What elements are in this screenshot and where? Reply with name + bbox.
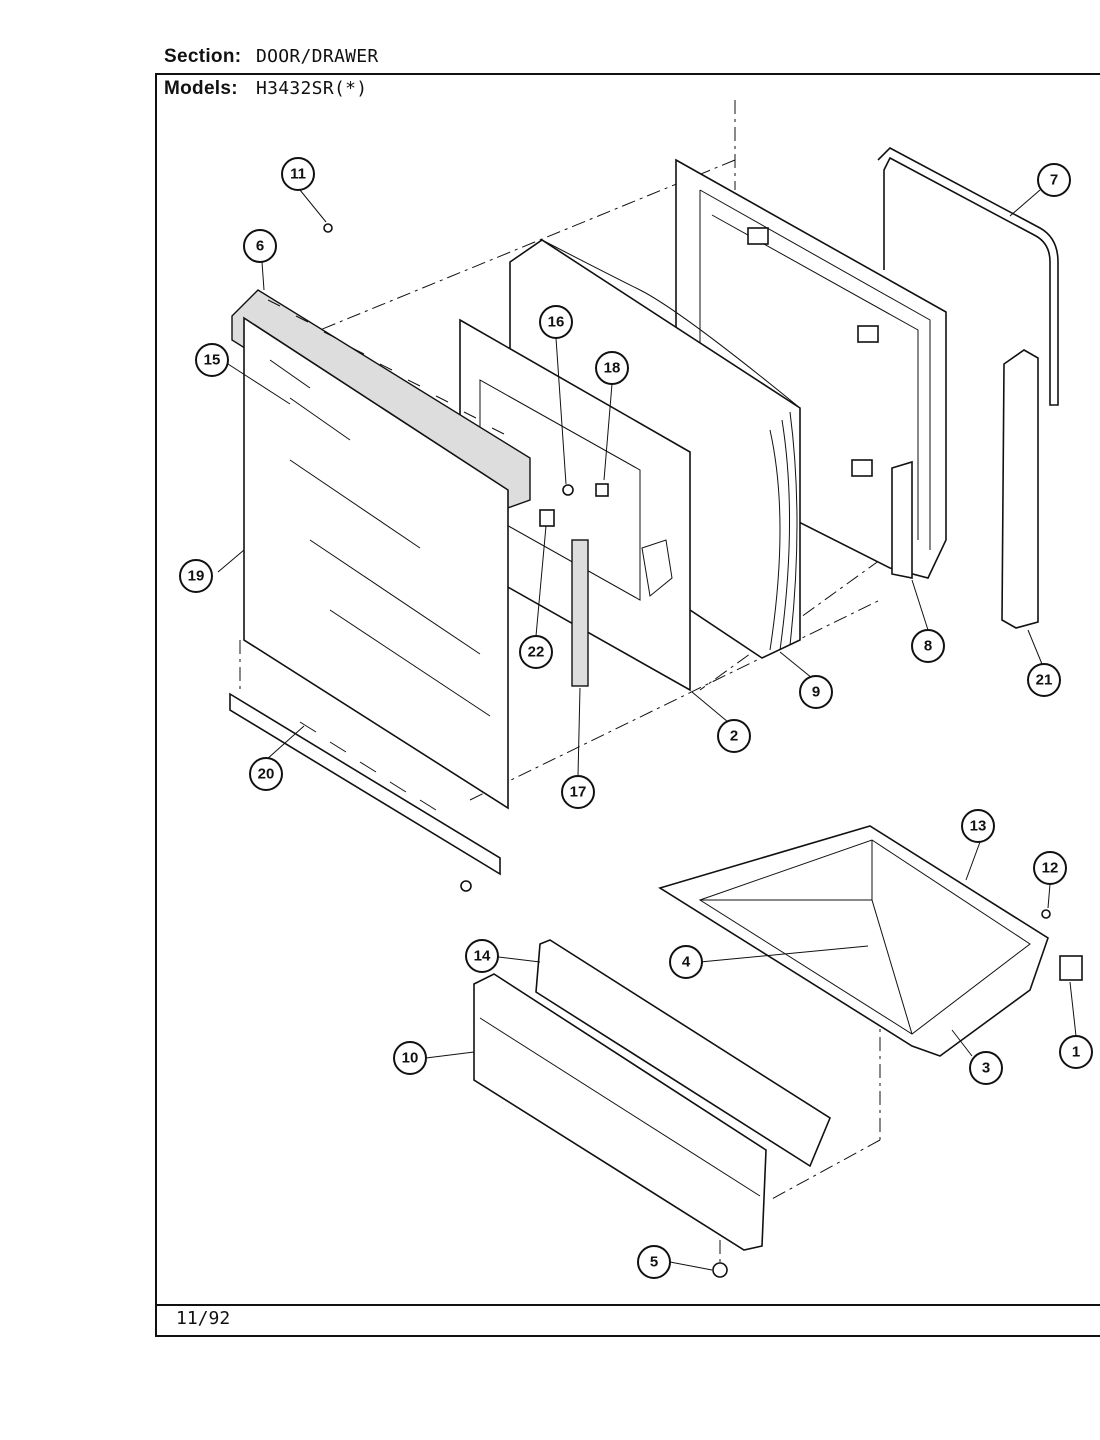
callout-20: 20 [249,757,283,791]
callout-12: 12 [1033,851,1067,885]
callout-label: 5 [650,1254,658,1271]
callout-18: 18 [595,351,629,385]
bumper-18 [595,483,609,497]
callout-1: 1 [1059,1035,1093,1069]
drawer-rear-panel [535,939,831,1168]
door-glass [243,316,509,810]
section-value: DOOR/DRAWER [256,46,379,67]
foot-5 [712,1262,728,1278]
callout-13: 13 [961,809,995,843]
callout-8: 8 [911,629,945,663]
section-label: Section: [164,46,242,67]
callout-label: 17 [570,784,587,801]
clip-22 [539,509,555,527]
callout-7: 7 [1037,163,1071,197]
callout-label: 16 [548,314,565,331]
door-gasket [877,147,1059,406]
diagram-frame [155,73,1100,1337]
vent-slots [267,299,505,435]
callout-19: 19 [179,559,213,593]
callout-label: 12 [1042,860,1059,877]
callout-label: 7 [1050,172,1058,189]
callout-2: 2 [717,719,751,753]
callout-14: 14 [465,939,499,973]
callout-22: 22 [519,635,553,669]
callout-3: 3 [969,1051,1003,1085]
callout-label: 1 [1072,1044,1080,1061]
callout-11: 11 [281,157,315,191]
callout-label: 15 [204,352,221,369]
hinge-rod [571,539,589,687]
footer-date: 11/92 [176,1308,231,1329]
liner-bracket [747,227,769,245]
callout-label: 14 [474,948,491,965]
screw-11 [323,223,333,233]
callout-17: 17 [561,775,595,809]
bushing-16 [562,484,574,496]
models-line: Models: H3432SR(*) [164,78,367,100]
callout-label: 22 [528,644,545,661]
section-line: Section: DOOR/DRAWER [164,46,379,68]
callout-label: 18 [604,360,621,377]
callout-label: 8 [924,638,932,655]
stop-1 [1059,955,1083,981]
callout-5: 5 [637,1245,671,1279]
drawer-pan [658,825,1049,1057]
callout-label: 21 [1036,672,1053,689]
callout-label: 6 [256,238,264,255]
callout-label: 4 [682,954,691,971]
callout-6: 6 [243,229,277,263]
side-trim-strip [1001,349,1039,629]
models-value: H3432SR(*) [256,78,368,99]
callout-15: 15 [195,343,229,377]
drawer-front [473,973,767,1251]
callout-label: 2 [730,728,738,745]
callout-label: 19 [188,568,205,585]
callout-label: 20 [258,766,275,783]
bottom-door-trim [229,692,501,876]
callout-label: 3 [982,1060,990,1077]
callout-16: 16 [539,305,573,339]
callout-4: 4 [669,945,703,979]
models-label: Models: [164,78,238,99]
screw-12 [1041,909,1051,919]
leader-lines [217,189,1077,1271]
callout-10: 10 [393,1041,427,1075]
callout-21: 21 [1027,663,1061,697]
callout-label: 11 [290,166,306,183]
liner-side-rail [891,460,913,579]
callout-label: 9 [812,684,820,701]
callout-label: 13 [970,818,987,835]
callout-9: 9 [799,675,833,709]
callout-label: 10 [402,1050,419,1067]
